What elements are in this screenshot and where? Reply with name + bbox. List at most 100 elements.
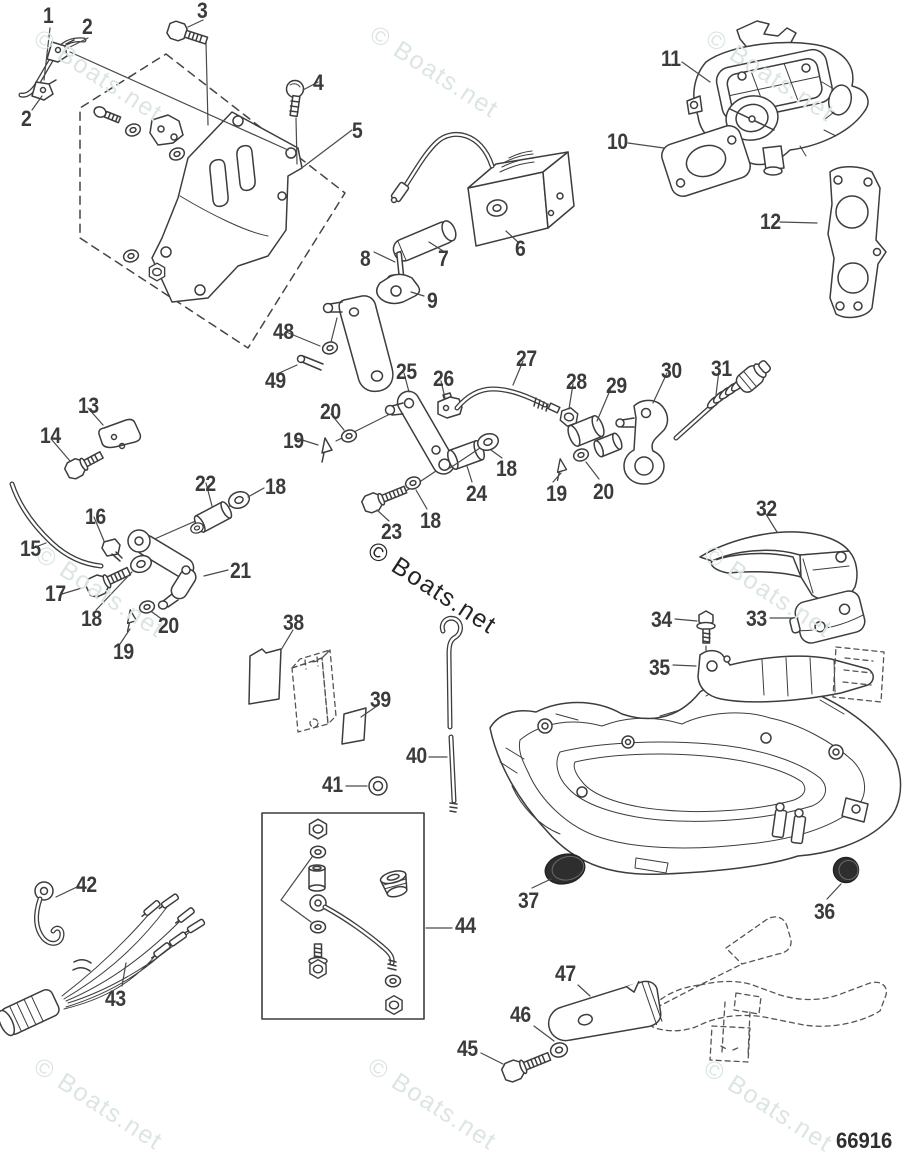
callout-26[interactable]: 26 [433, 366, 454, 391]
callout-34[interactable]: 34 [651, 607, 672, 632]
washer-46-drawing [549, 1042, 569, 1058]
callout-27[interactable]: 27 [516, 346, 537, 371]
callout-47[interactable]: 47 [555, 961, 576, 986]
clip-19-drawing [556, 458, 568, 482]
wiring-harness-43-drawing [0, 893, 206, 1037]
bolt-45-drawing [500, 1051, 552, 1083]
cam-lever-9-drawing [376, 273, 421, 305]
callout-13[interactable]: 13 [78, 393, 99, 418]
callout-37[interactable]: 37 [518, 888, 539, 913]
callout-39[interactable]: 39 [370, 687, 391, 712]
callout-18[interactable]: 18 [265, 474, 286, 499]
grommet-41-drawing [368, 776, 388, 796]
cable-clamps-2-drawing [31, 39, 75, 101]
link-rod-31-drawing [673, 360, 771, 441]
shift-rod-40-drawing [439, 615, 463, 813]
callout-18[interactable]: 18 [420, 508, 441, 533]
callout-10[interactable]: 10 [607, 129, 628, 154]
callout-45[interactable]: 45 [457, 1036, 478, 1061]
washer-18-drawing [225, 488, 253, 512]
callout-5[interactable]: 5 [352, 118, 363, 143]
callout-20[interactable]: 20 [158, 613, 179, 638]
callout-6[interactable]: 6 [515, 236, 526, 261]
callout-2[interactable]: 2 [21, 106, 32, 131]
screw-4-drawing [285, 79, 305, 118]
callout-leader-lines [31, 19, 842, 1065]
callout-24[interactable]: 24 [466, 481, 487, 506]
callout-40[interactable]: 40 [406, 743, 427, 768]
cotter-pin-49-drawing [296, 354, 324, 371]
callout-16[interactable]: 16 [85, 504, 106, 529]
callout-3[interactable]: 3 [197, 0, 208, 23]
callout-46[interactable]: 46 [510, 1002, 531, 1027]
callout-43[interactable]: 43 [105, 986, 126, 1011]
cam-follower-30-drawing [615, 399, 669, 485]
callout-19[interactable]: 19 [283, 428, 304, 453]
mount-bracket-assembly-drawing [69, 41, 346, 349]
callout-19[interactable]: 19 [546, 481, 567, 506]
callout-25[interactable]: 25 [396, 359, 417, 384]
callout-35[interactable]: 35 [649, 655, 670, 680]
callout-19[interactable]: 19 [113, 639, 134, 664]
callout-1[interactable]: 1 [43, 3, 54, 28]
bolt-14-drawing [63, 451, 104, 480]
callout-29[interactable]: 29 [606, 373, 627, 398]
steering-arm-ghost-drawing [647, 916, 887, 1063]
callout-28[interactable]: 28 [566, 369, 587, 394]
washer-20-drawing [571, 446, 591, 464]
throttle-link-27-drawing [454, 386, 561, 414]
diagram-number: 66916 [836, 1128, 893, 1153]
lever-21-drawing [127, 529, 197, 610]
callout-48[interactable]: 48 [273, 319, 294, 344]
friction-block-33-drawing [789, 590, 866, 644]
callout-32[interactable]: 32 [756, 496, 777, 521]
callout-36[interactable]: 36 [814, 899, 835, 924]
callout-20[interactable]: 20 [320, 399, 341, 424]
callout-4[interactable]: 4 [313, 70, 324, 95]
callout-12[interactable]: 12 [760, 209, 781, 234]
callout-17[interactable]: 17 [45, 581, 66, 606]
callout-38[interactable]: 38 [283, 610, 304, 635]
callout-9[interactable]: 9 [427, 288, 438, 313]
bracket-35-drawing [697, 646, 885, 703]
pad-39-drawing [341, 707, 367, 745]
callout-23[interactable]: 23 [381, 519, 402, 544]
callout-7[interactable]: 7 [438, 246, 449, 271]
plug-cap-36-drawing [832, 856, 860, 884]
clip-19-drawing [321, 437, 333, 463]
callout-42[interactable]: 42 [76, 872, 97, 897]
washer-18-drawing [403, 474, 423, 492]
pad-38-drawing [248, 648, 282, 705]
callout-20[interactable]: 20 [593, 479, 614, 504]
gasket-10-drawing [661, 125, 751, 197]
throttle-lever-upper-drawing [322, 295, 394, 393]
plunger-7-drawing [392, 220, 457, 262]
callout-18[interactable]: 18 [496, 456, 517, 481]
callout-44[interactable]: 44 [455, 913, 476, 938]
screw-3-drawing [166, 20, 209, 45]
callout-49[interactable]: 49 [265, 368, 286, 393]
callout-41[interactable]: 41 [322, 772, 343, 797]
bushings-29-drawing [567, 415, 623, 458]
callout-18[interactable]: 18 [81, 606, 102, 631]
callout-15[interactable]: 15 [20, 536, 41, 561]
bolt-17-drawing [84, 566, 132, 598]
callout-22[interactable]: 22 [195, 471, 216, 496]
callout-30[interactable]: 30 [661, 358, 682, 383]
link-rod-15-drawing [9, 481, 104, 569]
callout-11[interactable]: 11 [661, 46, 681, 71]
bushing-24-drawing [447, 439, 485, 471]
plate-47-drawing [547, 980, 663, 1042]
clip-16-drawing [101, 538, 123, 562]
callout-21[interactable]: 21 [230, 558, 251, 583]
callout-2[interactable]: 2 [82, 14, 93, 39]
callout-14[interactable]: 14 [40, 423, 61, 448]
callout-33[interactable]: 33 [746, 606, 767, 631]
bottom-cowl-drawing [489, 675, 902, 876]
callout-8[interactable]: 8 [360, 246, 371, 271]
washer-48-drawing [320, 339, 340, 357]
callout-31[interactable]: 31 [711, 356, 732, 381]
solenoid-6-drawing [390, 132, 575, 247]
bracket-13-drawing [98, 418, 142, 450]
